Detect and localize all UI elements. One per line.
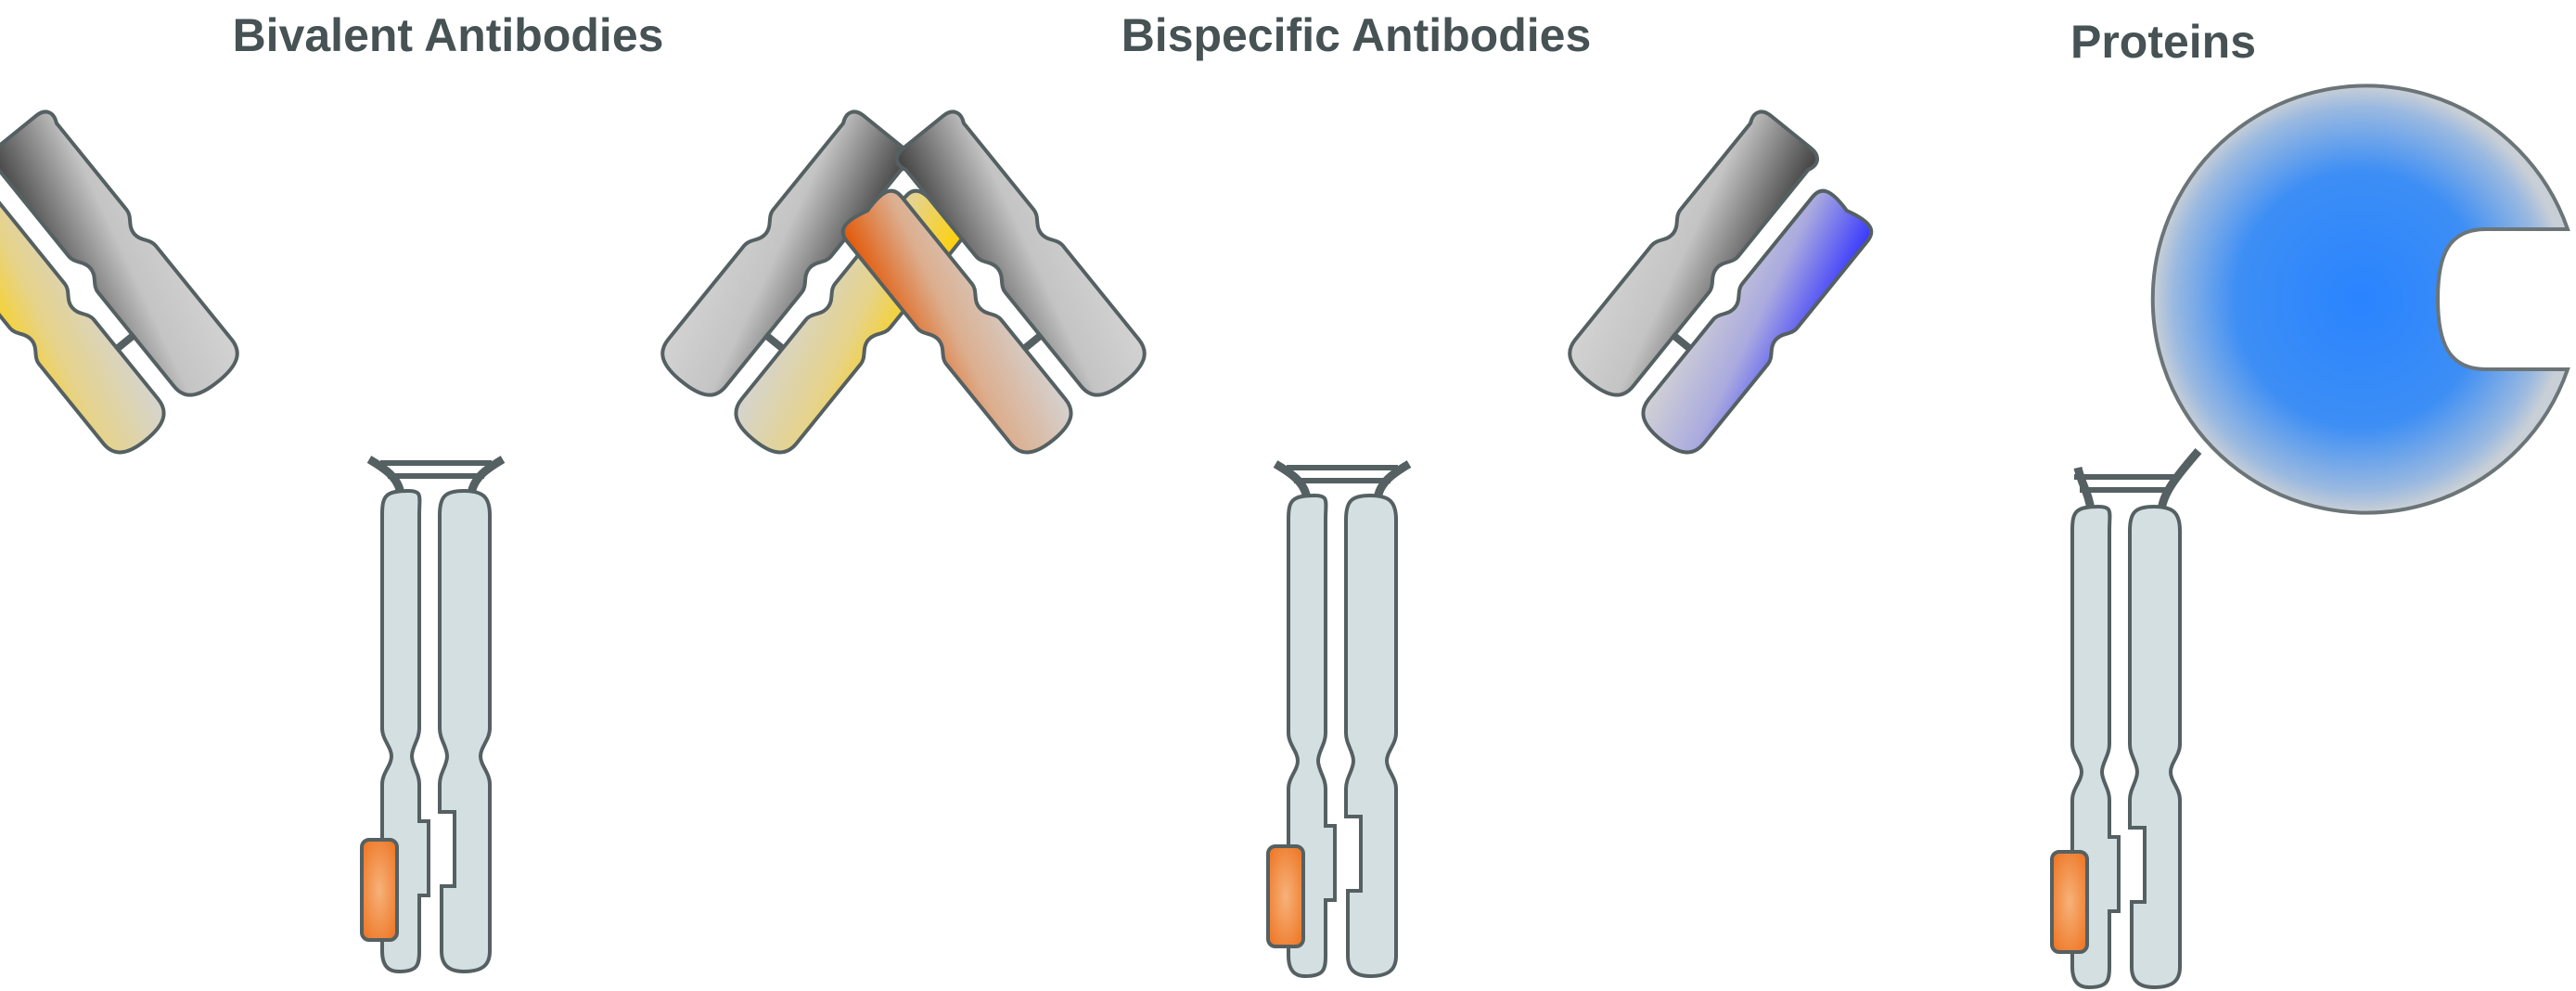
bispecific-antibody-icon: [836, 105, 1878, 978]
fc-fusion-protein-icon: [2050, 84, 2570, 989]
tag-marker: [360, 838, 399, 942]
protein-shape: [2150, 84, 2570, 515]
fab-arm-left: [836, 105, 1158, 465]
fab-arm-right: [649, 105, 971, 465]
tag-marker: [2050, 850, 2089, 954]
fab-arm-left: [0, 105, 250, 465]
panel-title-bivalent: Bivalent Antibodies: [233, 9, 664, 61]
antibody-icon: [0, 105, 971, 973]
tag-marker: [1266, 844, 1305, 948]
panel-title-proteins: Proteins: [2070, 16, 2256, 68]
fab-arm-right: [1557, 105, 1878, 465]
panel-title-bispecific: Bispecific Antibodies: [1121, 9, 1592, 61]
